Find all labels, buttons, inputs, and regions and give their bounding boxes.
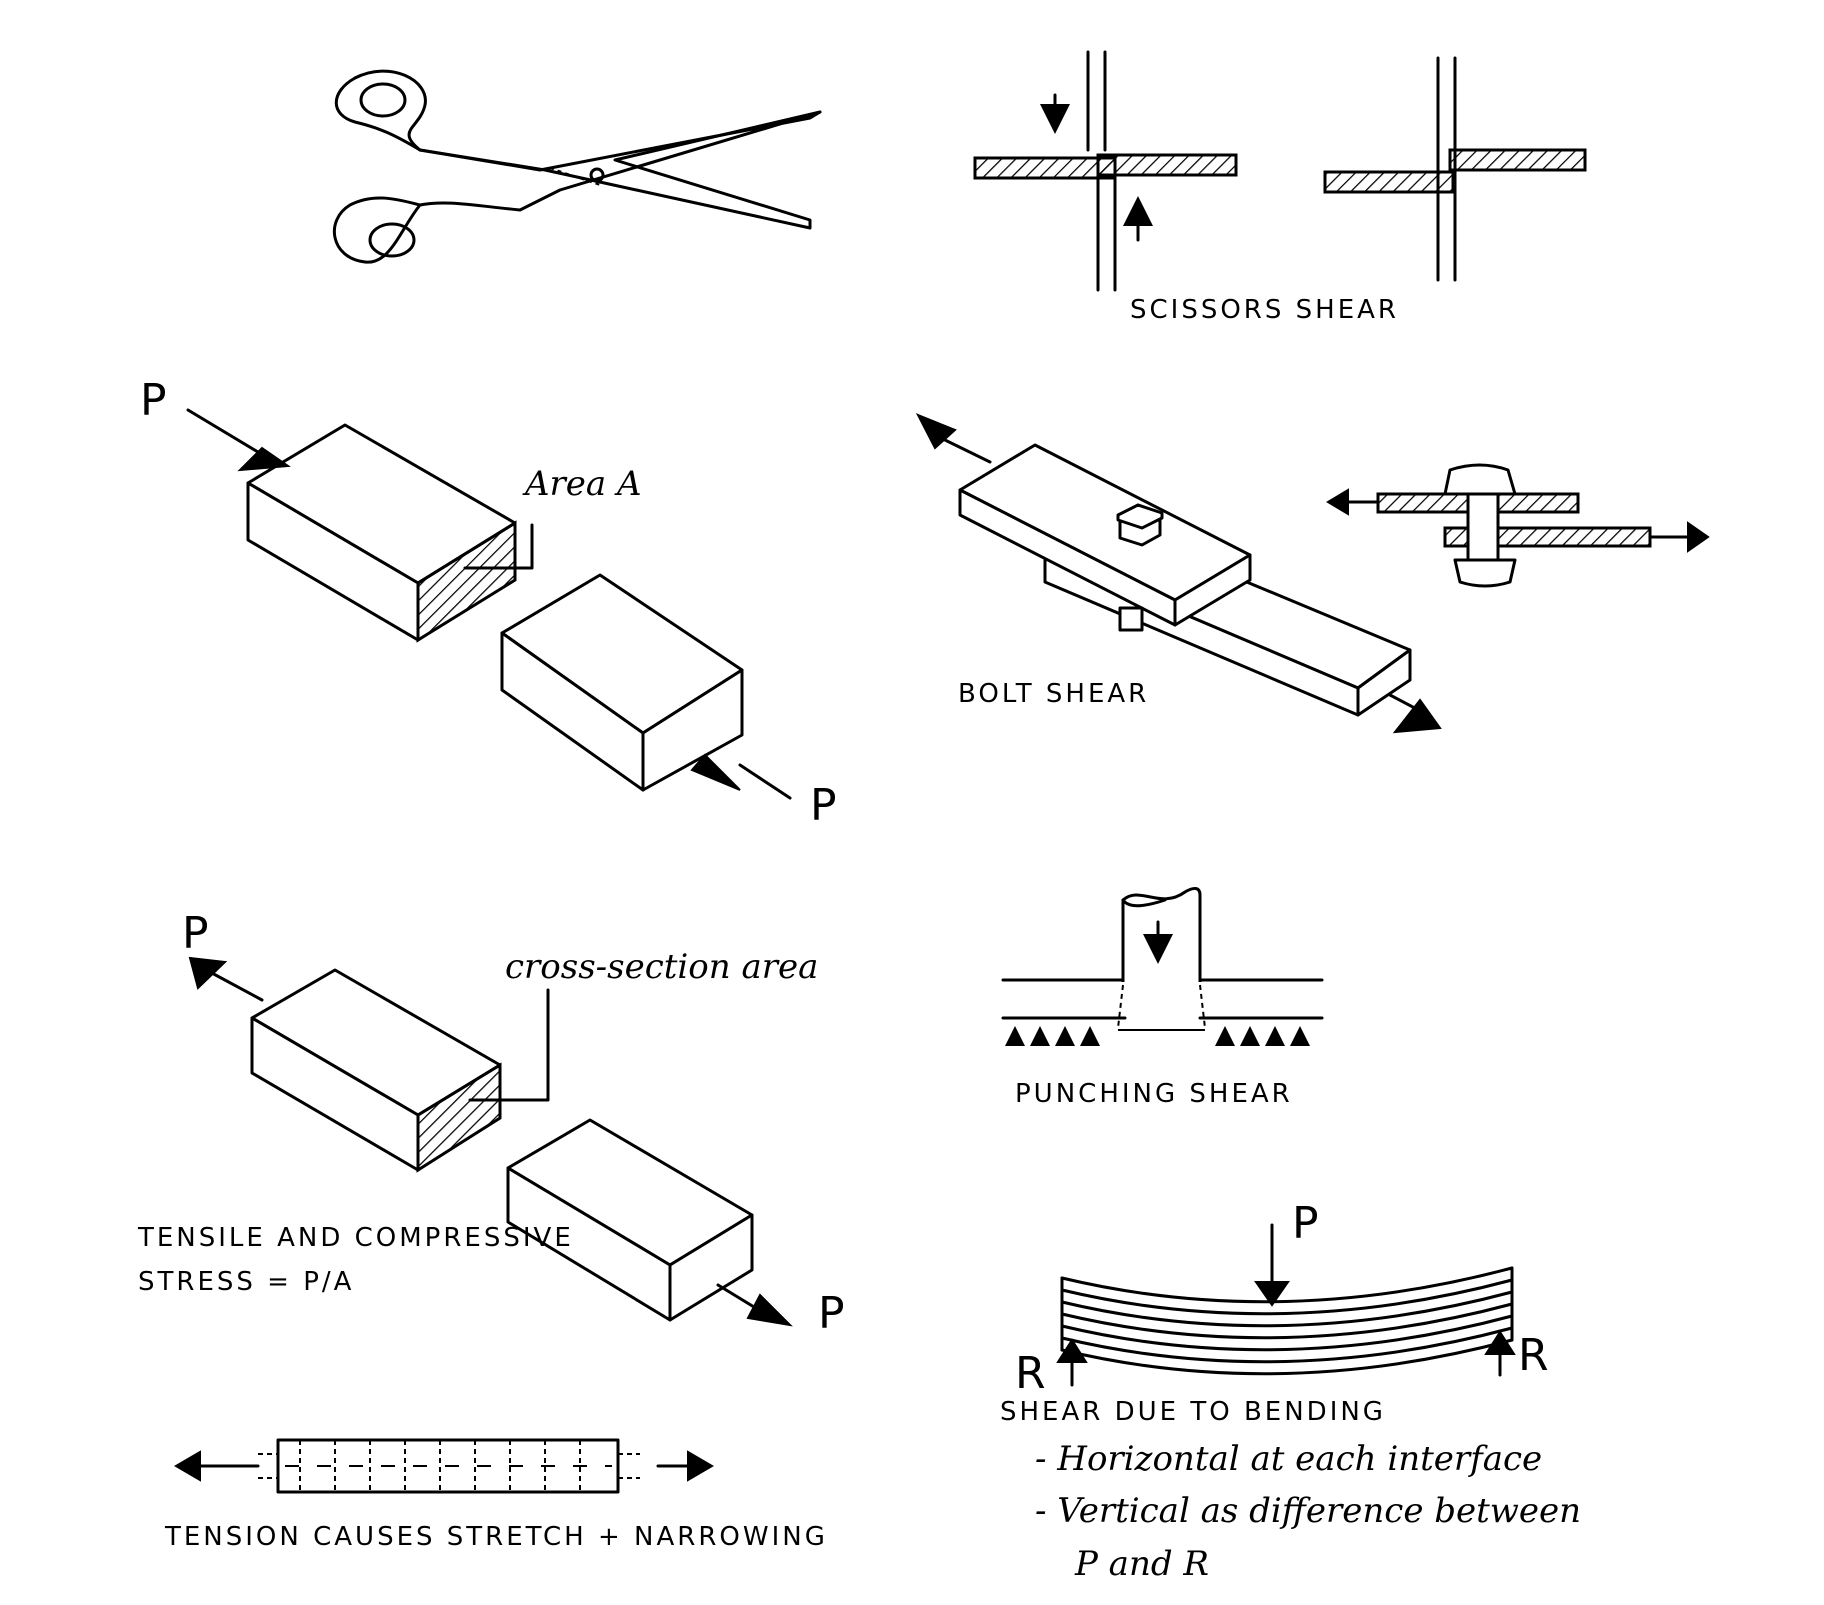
area-a-leader [463,523,534,570]
p-label-top-left: P [140,375,167,426]
punching-shear-drawing [1001,886,1324,1046]
compression-block-lower [500,573,792,800]
bending-line3: P and R [1074,1544,1209,1584]
compression-block-upper [186,408,517,643]
tensile-stress-line1: TENSILE AND COMPRESSIVE [137,1223,574,1253]
area-a-label: Area A [522,464,642,504]
bending-line2: - Vertical as difference between [1035,1491,1581,1531]
punching-shear-label: PUNCHING SHEAR [1015,1079,1293,1109]
p-label-tension-right: P [818,1288,845,1339]
scissors-shear-label: SCISSORS SHEAR [1130,295,1399,325]
r-label-right: R [1518,1330,1549,1381]
scissors-drawing [333,69,822,264]
bolt-section-view [1326,463,1710,588]
stretch-bar-drawing [174,1438,714,1494]
r-label-left: R [1015,1348,1046,1399]
bending-title: SHEAR DUE TO BENDING [1000,1397,1386,1427]
p-label-tension: P [182,908,209,959]
scissors-shear-section-left [973,50,1238,292]
tension-block-lower [506,1118,793,1327]
cross-section-leader [468,988,550,1102]
p-label-bending: P [1292,1198,1319,1249]
tension-block-upper [188,956,502,1173]
bolt-shear-label: BOLT SHEAR [958,679,1149,709]
bending-laminated-beam [1056,1223,1516,1387]
cross-section-area-label: cross-section area [505,947,818,987]
tensile-stress-line2: STRESS = P/A [138,1267,354,1297]
bolt-shear-drawing [915,413,1442,734]
scissors-shear-section-right [1323,56,1587,282]
p-label-bottom-right: P [810,780,837,831]
tension-causes-label: TENSION CAUSES STRETCH + NARROWING [164,1522,828,1552]
bending-line1: - Horizontal at each interface [1035,1439,1542,1479]
